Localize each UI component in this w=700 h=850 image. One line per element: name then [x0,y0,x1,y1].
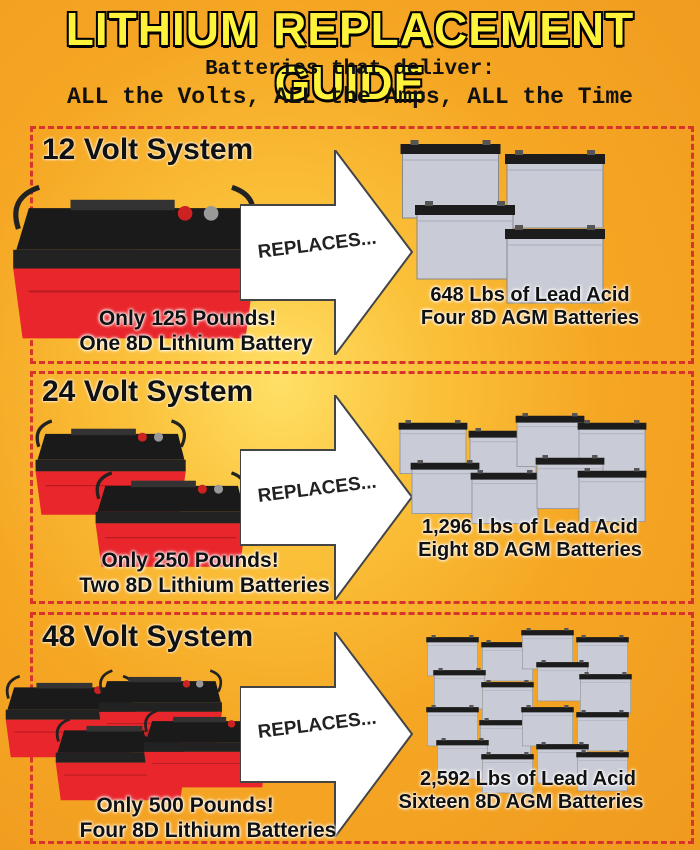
lead-weight-48v: 2,592 Lbs of Lead Acid [420,768,636,790]
lead-desc-24v: Eight 8D AGM Batteries [418,539,642,561]
agm-battery-icon [520,705,575,752]
agm-battery-icon [415,200,515,287]
subtitle-line-1: Batteries that deliver: [205,58,495,81]
page-title: LITHIUM REPLACEMENT GUIDE [65,3,635,109]
system-title-24v: 24 Volt System [42,375,254,408]
subtitle-line-2: ALL the Volts, ALL the Amps, ALL the Tim… [67,84,633,110]
lithium-desc-48v: Four 8D Lithium Batteries [79,819,337,842]
lithium-desc-24v: Two 8D Lithium Batteries [79,574,330,597]
agm-battery-icon [435,738,490,785]
agm-battery-icon [535,660,590,707]
lithium-battery-icon [140,700,270,795]
agm-battery-icon [505,150,605,235]
agm-battery-icon [425,705,480,752]
lead-weight-24v: 1,296 Lbs of Lead Acid [422,516,638,538]
panel-24v [30,371,694,604]
lithium-battery-icon [80,460,260,575]
lithium-battery-icon [8,165,258,350]
lithium-desc-12v: One 8D Lithium Battery [79,332,313,355]
lithium-weight-48v: Only 500 Pounds! [96,794,274,817]
right-arrow-icon [240,632,414,837]
right-arrow-icon [240,150,414,355]
system-title-48v: 48 Volt System [42,620,254,653]
agm-battery-icon [410,460,480,520]
agm-battery-icon [577,468,647,528]
agm-battery-icon [578,672,633,719]
lead-desc-48v: Sixteen 8D AGM Batteries [398,791,644,813]
agm-battery-icon [425,635,480,682]
lead-weight-12v: 648 Lbs of Lead Acid [430,284,630,306]
lithium-weight-24v: Only 250 Pounds! [101,549,279,572]
agm-battery-icon [575,750,630,797]
agm-battery-icon [480,752,535,799]
lead-desc-12v: Four 8D AGM Batteries [420,307,640,329]
system-title-12v: 12 Volt System [42,133,254,166]
agm-battery-icon [470,470,540,530]
agm-battery-icon [505,225,605,310]
lithium-weight-12v: Only 125 Pounds! [98,307,277,330]
right-arrow-icon [240,395,414,600]
